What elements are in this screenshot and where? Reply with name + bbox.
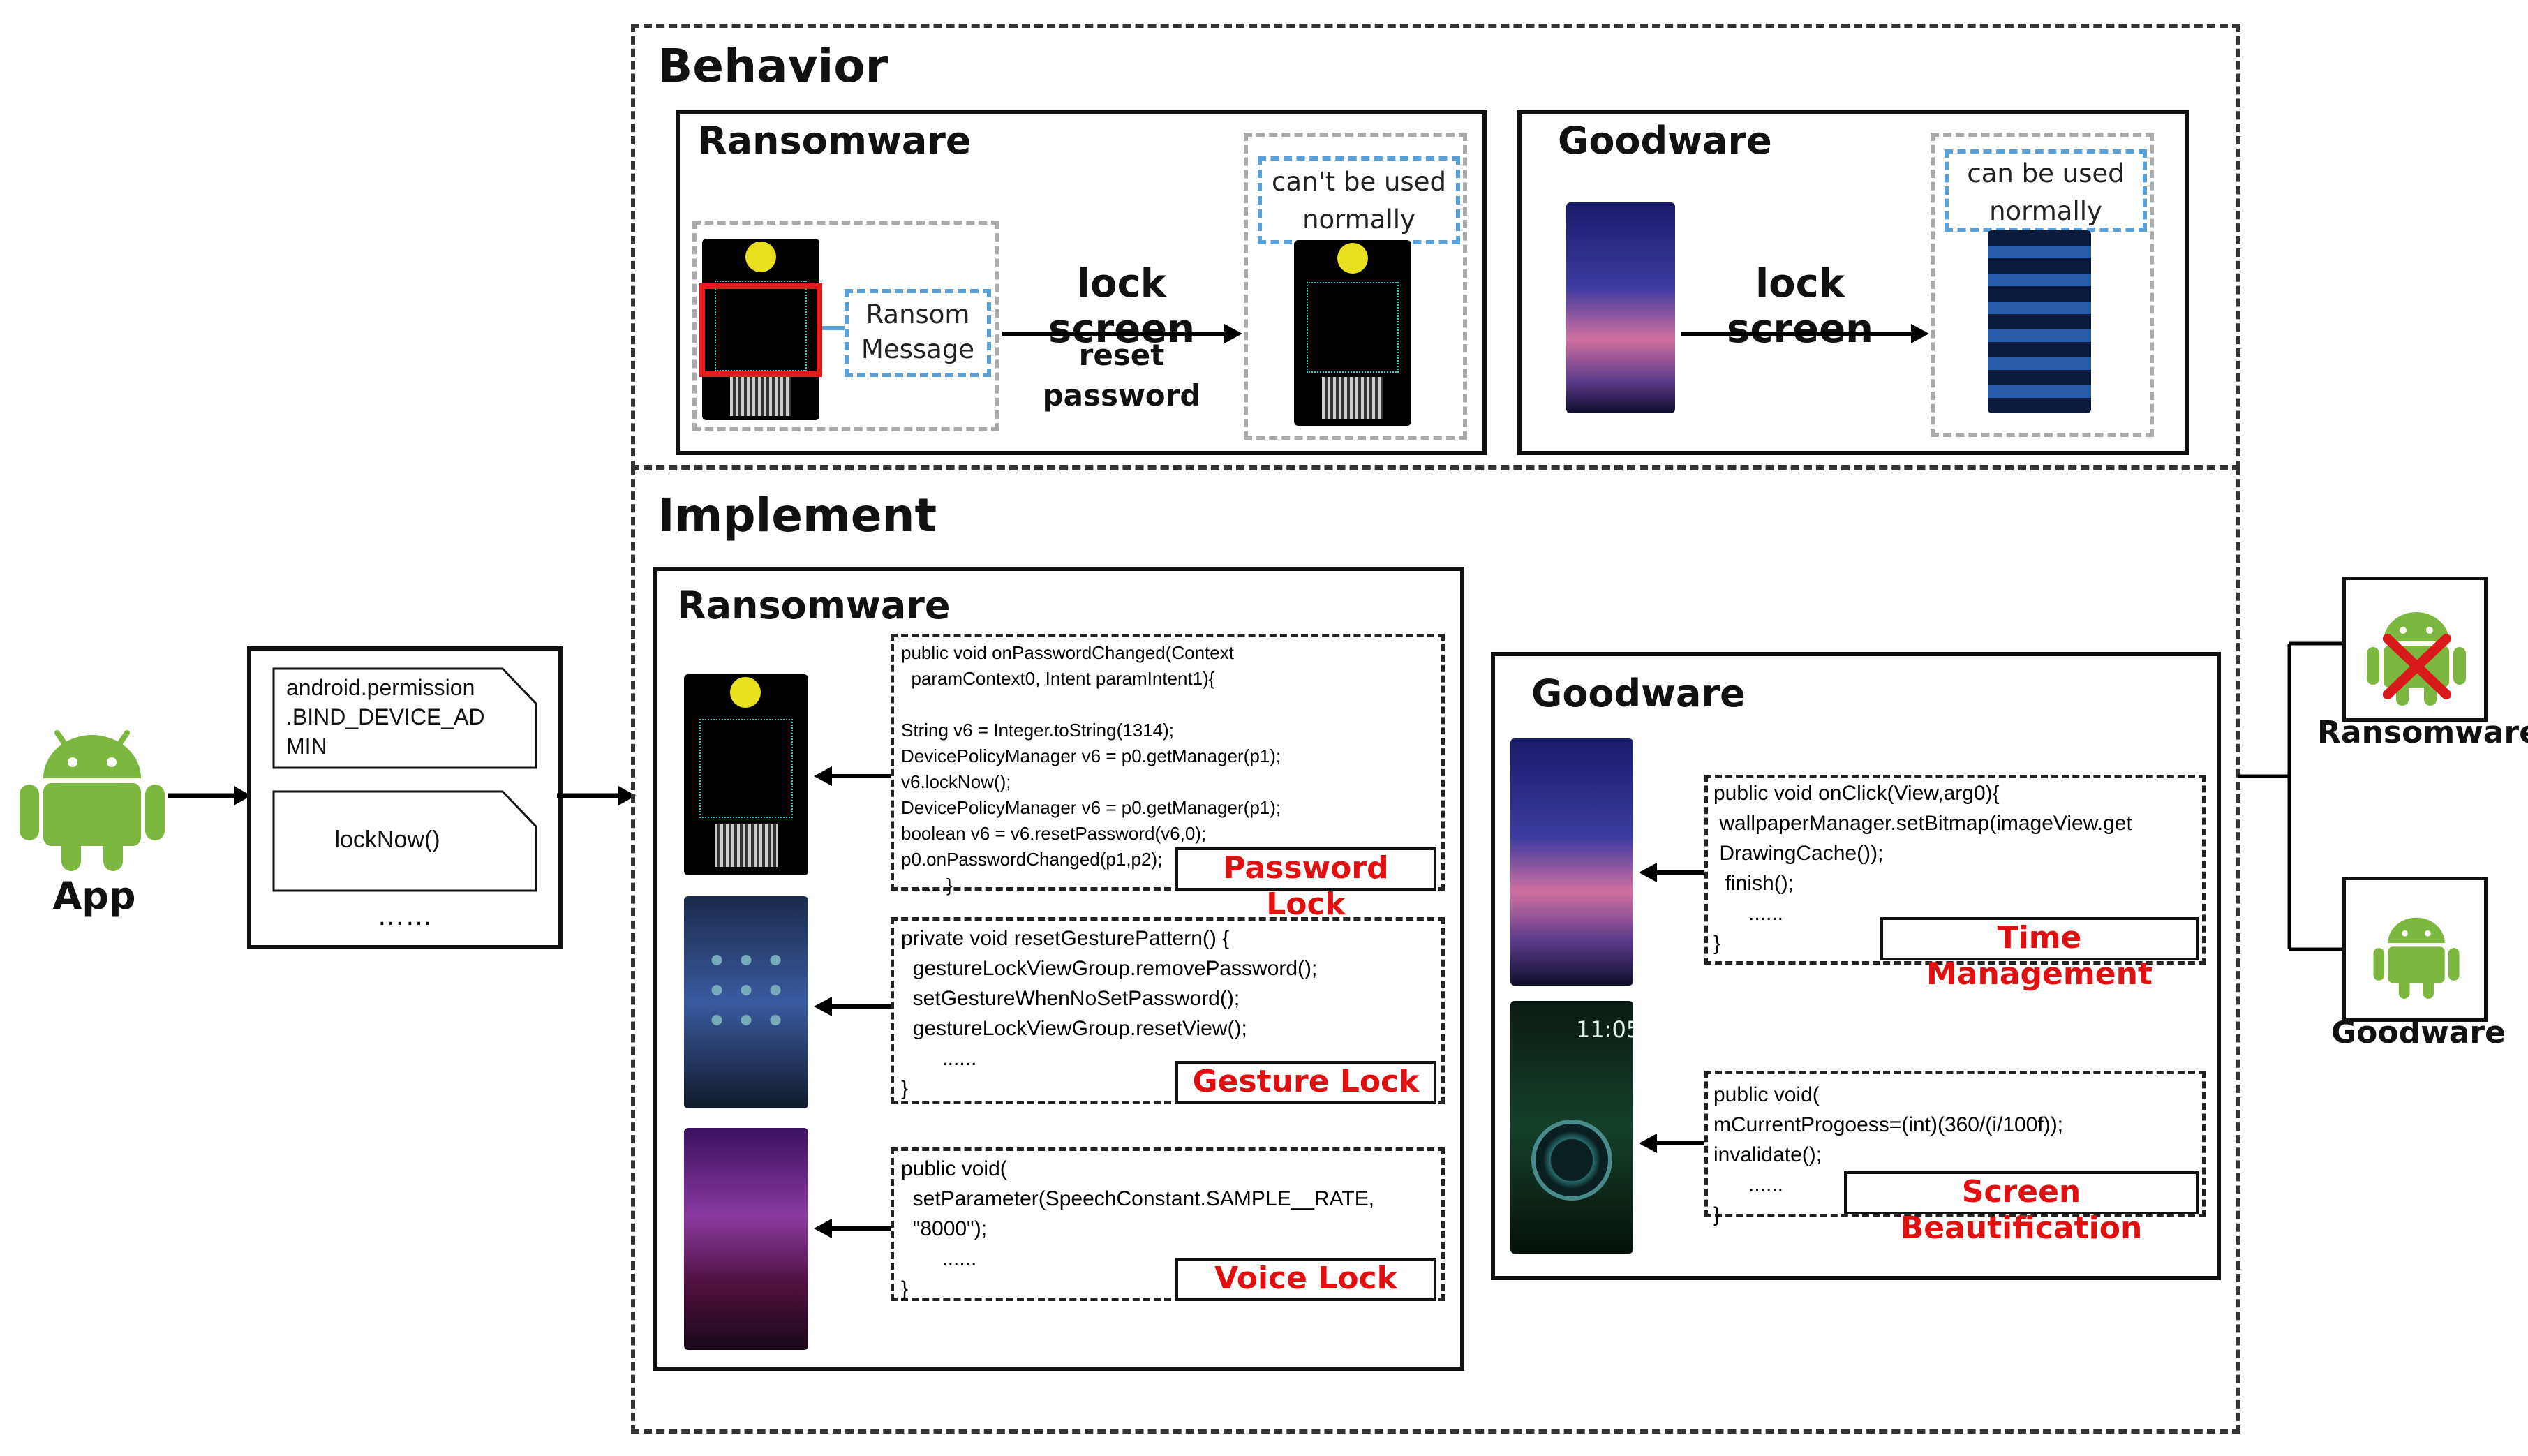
gesture-lock-tag: Gesture Lock [1175, 1061, 1436, 1104]
implement-ransomware-title: Ransomware [677, 584, 951, 627]
screen-beautification-code: public void( mCurrentProgoess=(int)(360/… [1713, 1083, 2064, 1226]
implement-section [631, 466, 2240, 1434]
ransomware-locked-result-screen [1294, 240, 1411, 426]
ransom-message-note: Ransom Message [845, 289, 991, 377]
behavior-goodware-box: Goodware lock screen can be used normall… [1517, 110, 2189, 455]
voice-lock-tag: Voice Lock [1175, 1258, 1436, 1301]
implement-ransomware-box: Ransomware public void onPasswordChanged… [653, 567, 1464, 1371]
phone-clock: 11:05 [1576, 1016, 1633, 1043]
ransom-result-group [1244, 133, 1467, 440]
behavior-ransomware-title: Ransomware [698, 119, 972, 163]
ransom-screen-group [692, 221, 999, 431]
manifest-ellipsis: …… [377, 900, 433, 931]
arrow-app-to-manifest [168, 786, 251, 805]
ransom-result-note: can't be used normally [1258, 156, 1460, 244]
ransomware-output-icon [2342, 577, 2488, 722]
ransomware-arrow-label-reset: reset password [1042, 338, 1201, 413]
password-lock-code: public void onPasswordChanged(Context pa… [901, 642, 1281, 896]
password-lock-tag: Password Lock [1175, 847, 1436, 922]
goodware-output-icon [2342, 877, 2488, 1022]
ransomware-arrow-label-lock: lock screen [1048, 261, 1195, 352]
goodware-result-group [1931, 133, 2154, 437]
android-app-icon [15, 712, 169, 872]
implement-goodware-title: Goodware [1531, 671, 1746, 715]
ransomware-output-label: Ransomware [2317, 715, 2528, 750]
time-management-screen [1510, 738, 1633, 986]
goodware-result-note: can be used normally [1945, 149, 2147, 232]
manifest-box: android.permission .BIND_DEVICE_AD MIN l… [247, 646, 563, 949]
voice-lock-code: public void( setParameter(SpeechConstant… [901, 1157, 1375, 1300]
behavior-goodware-title: Goodware [1558, 119, 1772, 163]
arrow-manifest-to-implement [557, 786, 636, 805]
goodware-behavior-arrow [1681, 324, 1929, 343]
goodware-lock-screen [1566, 202, 1675, 413]
ransom-message-highlight [699, 283, 822, 377]
time-management-tag: Time Management [1880, 917, 2199, 992]
behavior-ransomware-box: Ransomware Ransom Message lock screen re… [676, 110, 1487, 455]
password-lock-screen [684, 674, 808, 875]
ransomware-behavior-arrow [1002, 324, 1242, 343]
implement-title: Implement [657, 489, 937, 542]
goodware-output-label: Goodware [2331, 1015, 2506, 1050]
output-bracket [2238, 641, 2344, 951]
goodware-home-screen [1988, 230, 2091, 413]
voice-lock-screen [684, 1128, 808, 1350]
gesture-lock-screen [684, 896, 808, 1108]
gesture-lock-code-block: private void resetGesturePattern() { ges… [891, 917, 1445, 1104]
gesture-lock-code: private void resetGesturePattern() { ges… [901, 927, 1318, 1100]
api-call-doc: lockNow() [272, 790, 537, 892]
app-label: App [52, 874, 136, 918]
time-management-code: public void onClick(View,arg0){ wallpape… [1713, 782, 2132, 955]
screen-beautification-tag: Screen Beautification [1844, 1171, 2199, 1246]
screen-beautification-screen: 11:05 [1510, 1001, 1633, 1254]
goodware-arrow-label-lock: lock screen [1727, 261, 1873, 352]
implement-goodware-box: Goodware public void onClick(View,arg0){… [1491, 652, 2221, 1280]
behavior-title: Behavior [657, 39, 888, 93]
ransomware-lock-screen [702, 239, 819, 420]
permission-doc: android.permission .BIND_DEVICE_AD MIN [272, 667, 537, 769]
